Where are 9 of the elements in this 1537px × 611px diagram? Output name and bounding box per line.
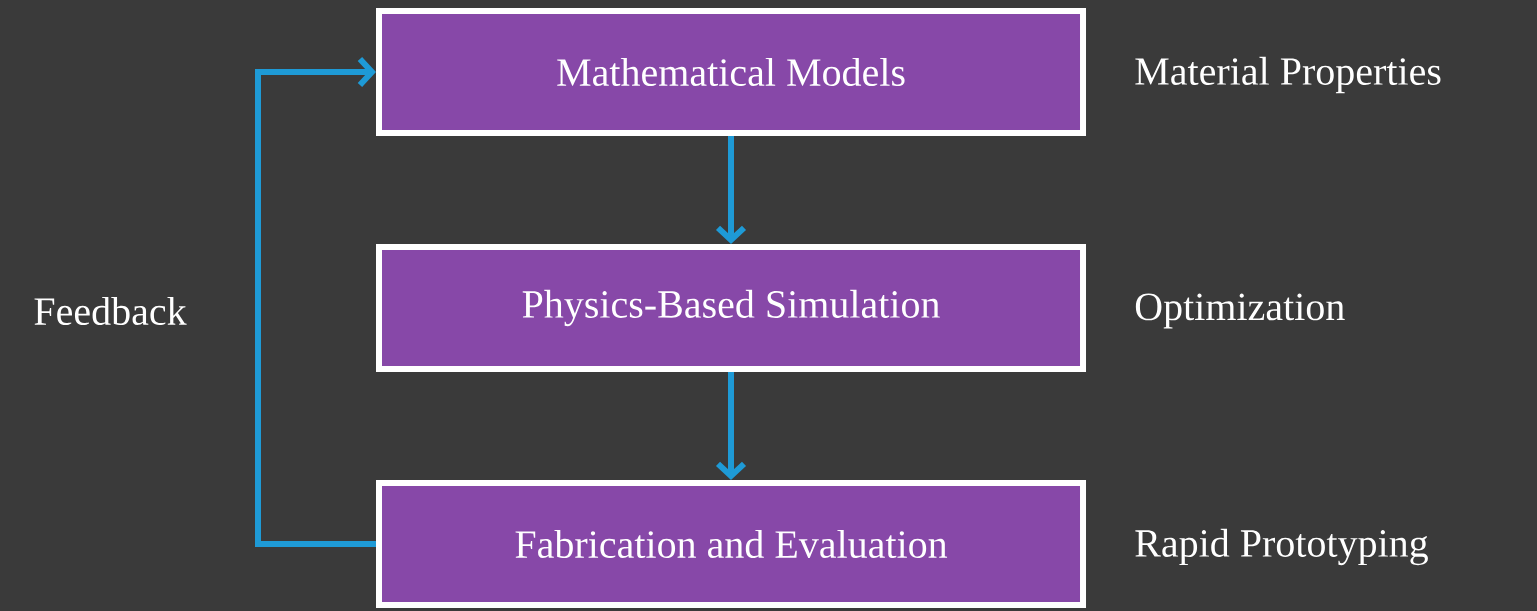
arrow — [715, 136, 747, 244]
arrow — [715, 372, 747, 480]
side-label: Rapid Prototyping — [1135, 528, 1428, 566]
process-box: Fabrication and Evaluation — [376, 480, 1086, 608]
edge-label: Feedback — [34, 296, 187, 326]
side-label: Optimization — [1135, 293, 1345, 329]
process-box: Physics-Based Simulation — [376, 244, 1086, 372]
process-box: Mathematical Models — [376, 8, 1086, 136]
side-label: Material Properties — [1135, 56, 1441, 94]
